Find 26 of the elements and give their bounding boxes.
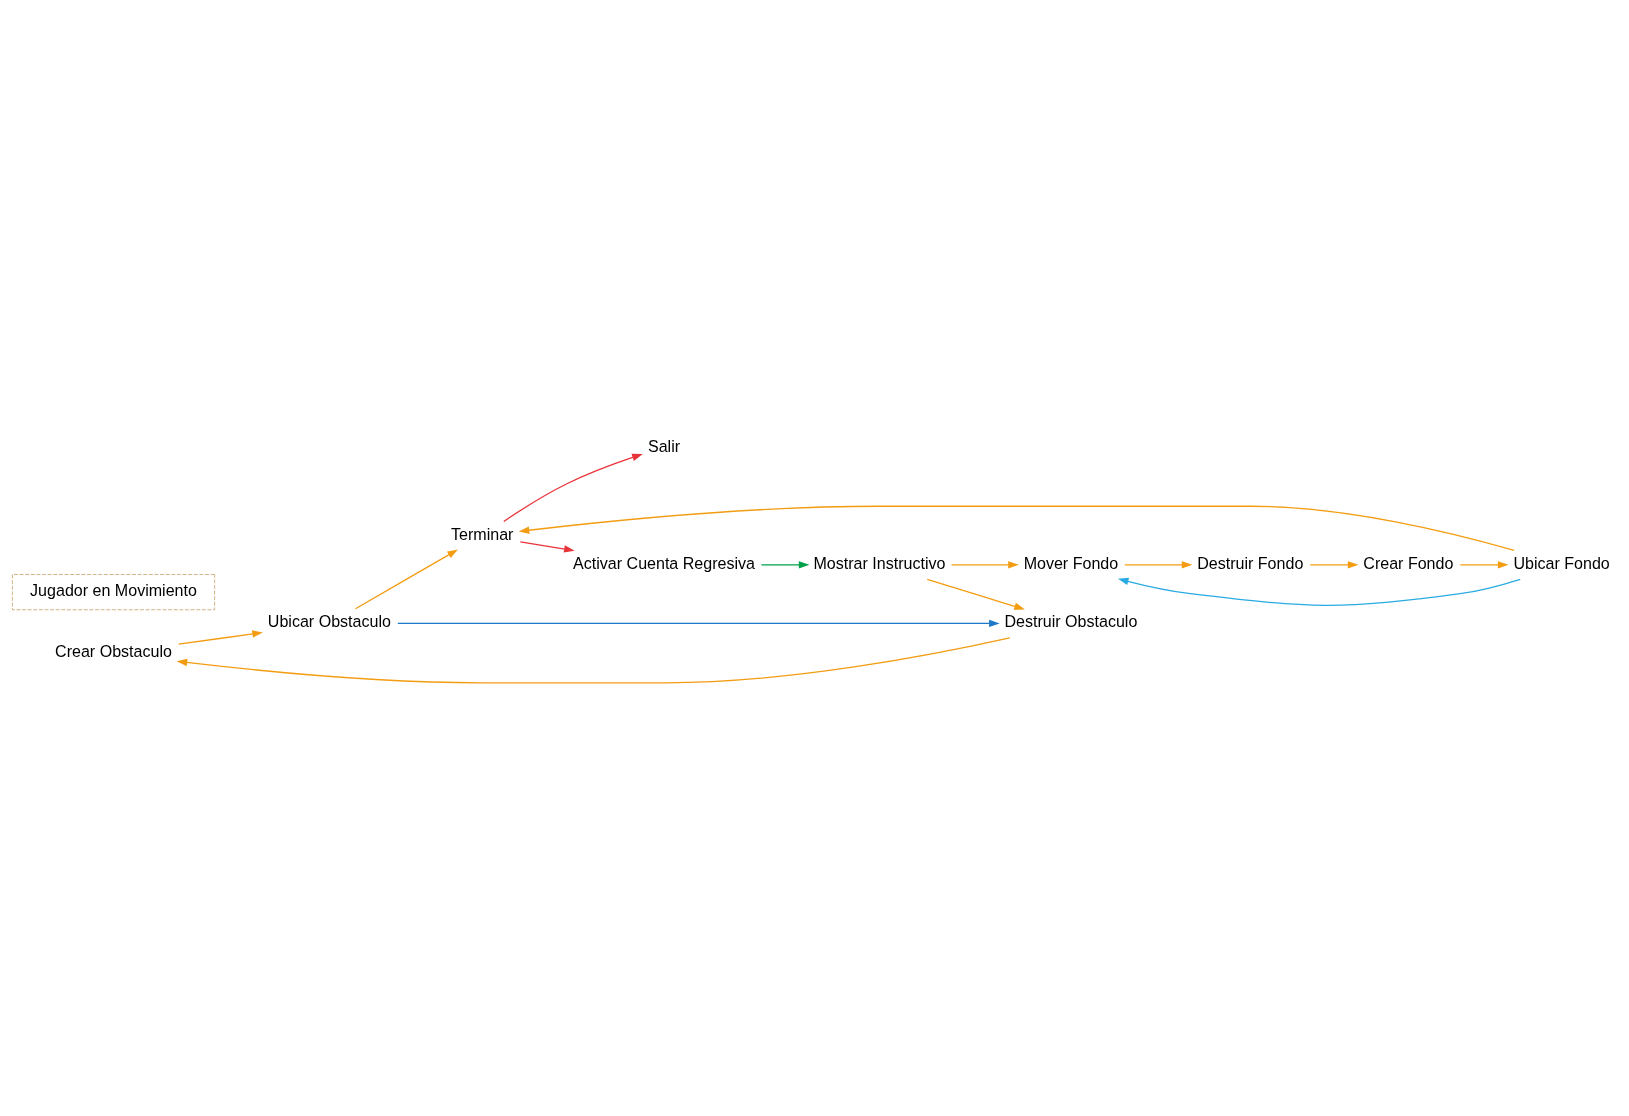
node-box: Jugador en Movimiento [12, 574, 216, 611]
arrow [1124, 561, 1193, 569]
node-text: Ubicar Obstaculo [267, 612, 391, 631]
node-text: Destruir Obstaculo [1004, 612, 1138, 631]
node-text: Mostrar Instructivo [813, 553, 946, 572]
arrow [519, 541, 575, 553]
arrow [926, 578, 1025, 610]
arrow [176, 637, 1011, 684]
node-text: Destruir Fondo [1197, 553, 1304, 572]
node-text: Activar Cuenta Regresiva [573, 553, 756, 572]
node-text: Crear Obstaculo [55, 642, 172, 661]
arrow [177, 630, 263, 645]
arrow [1117, 577, 1521, 606]
node-text: Mover Fondo [1023, 553, 1119, 572]
arrow [354, 549, 458, 610]
node-text: Crear Fondo [1363, 553, 1454, 572]
arrow [397, 619, 1000, 628]
node-text: Salir [647, 436, 681, 455]
arrow [1459, 561, 1509, 569]
arrow [503, 453, 643, 523]
arrow [950, 561, 1019, 569]
arrow [760, 561, 810, 569]
node-text: Terminar [451, 524, 514, 543]
arrow [1309, 561, 1359, 569]
node-text: Ubicar Fondo [1513, 553, 1610, 572]
arrow [518, 505, 1515, 551]
